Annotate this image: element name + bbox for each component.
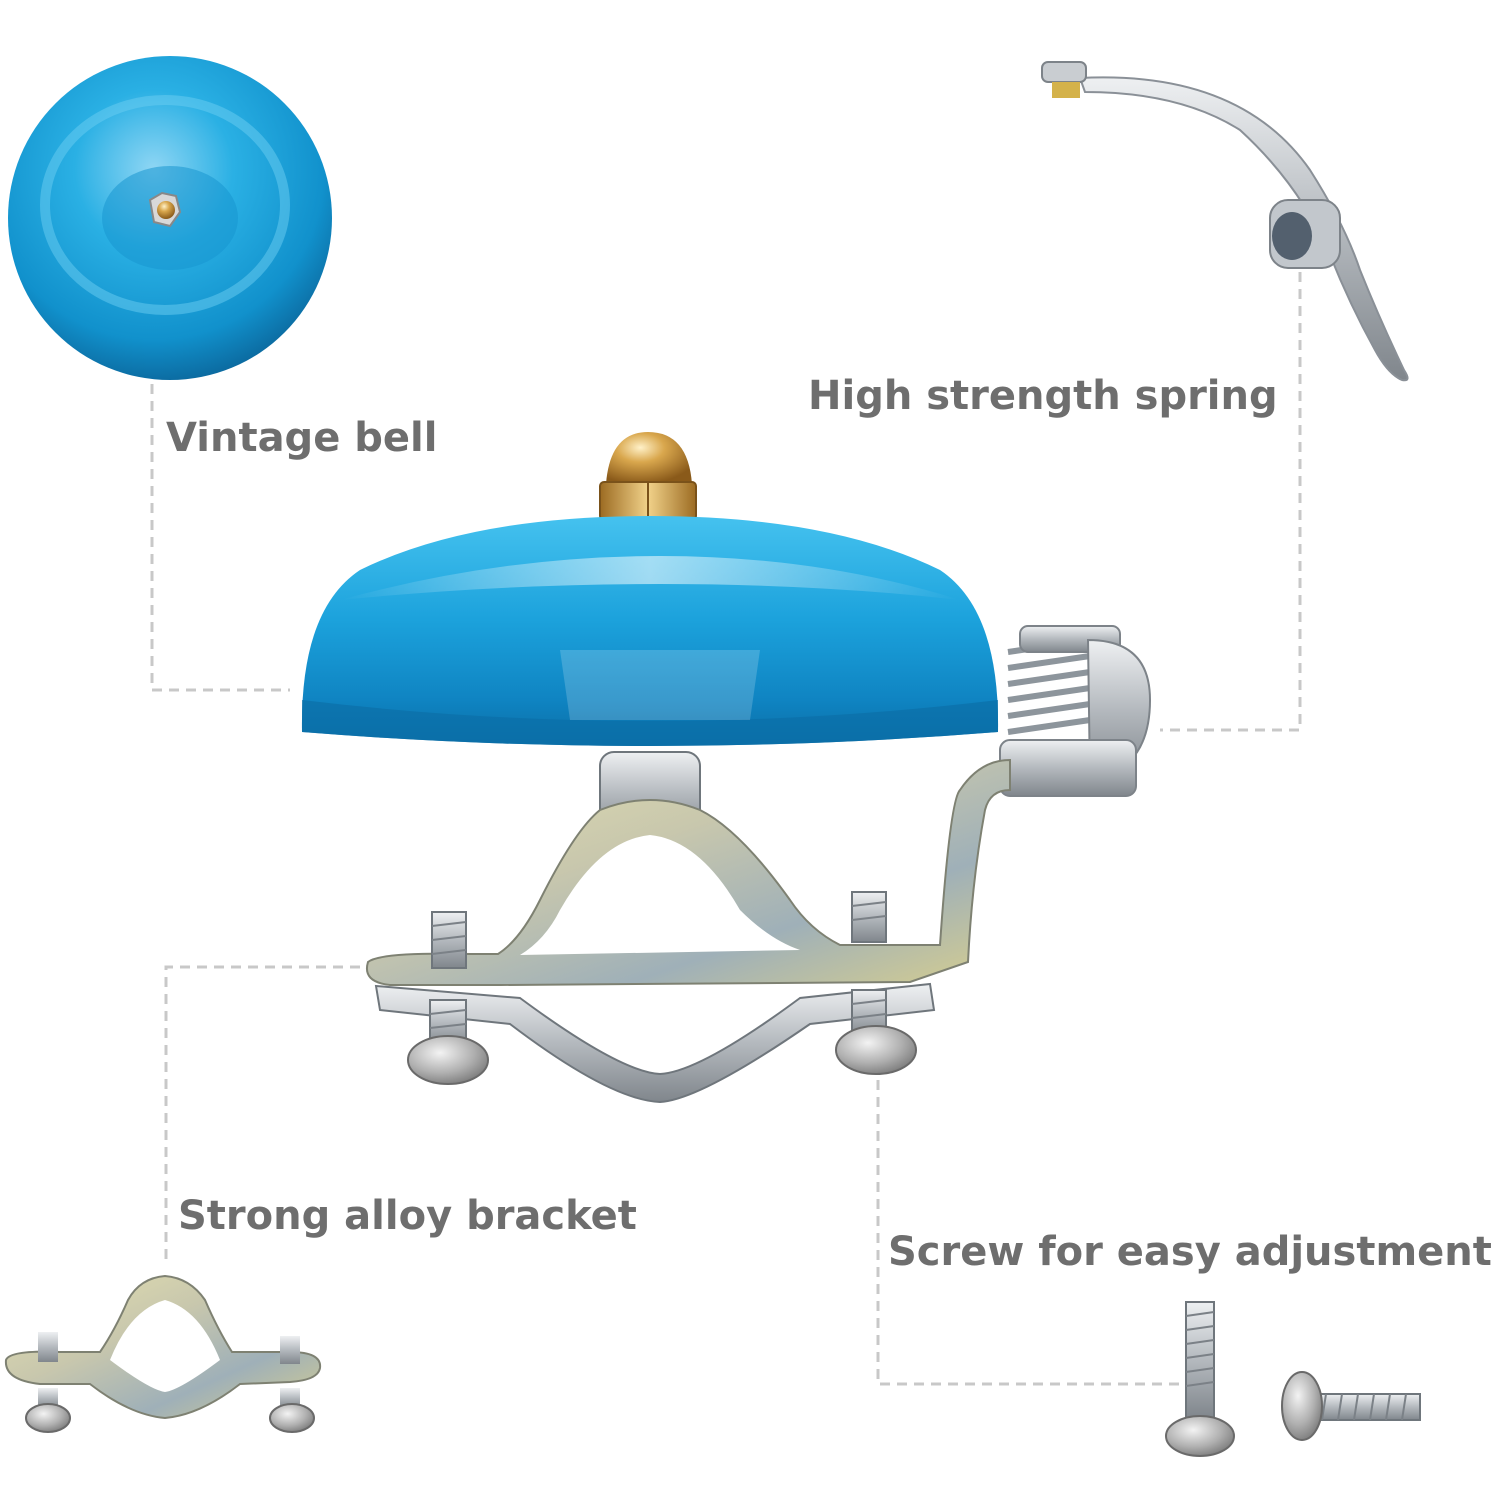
acorn-nut-icon bbox=[599, 432, 697, 530]
leader-line-spring bbox=[1160, 272, 1302, 732]
main-bell-dome bbox=[301, 516, 999, 746]
label-strong-alloy-bracket: Strong alloy bracket bbox=[178, 1193, 637, 1239]
label-vintage-bell: Vintage bell bbox=[166, 415, 438, 461]
label-screw-for-easy-adjustment: Screw for easy adjustment bbox=[888, 1229, 1492, 1275]
loose-screws bbox=[1165, 1301, 1421, 1457]
leader-line-vintage-bell bbox=[150, 384, 290, 692]
leader-line-bracket bbox=[164, 965, 360, 1262]
clamp-bracket-lower bbox=[374, 982, 936, 1104]
bell-dome-icon bbox=[8, 56, 332, 380]
clamp-bracket-icon bbox=[4, 1274, 322, 1433]
screw-icon bbox=[407, 891, 917, 1085]
leader-lines bbox=[150, 272, 1302, 1386]
clamp-bracket-upper bbox=[366, 758, 1011, 986]
label-high-strength-spring: High strength spring bbox=[808, 373, 1278, 419]
spring-mechanism bbox=[999, 625, 1152, 797]
spring-lever-icon bbox=[1041, 61, 1409, 382]
